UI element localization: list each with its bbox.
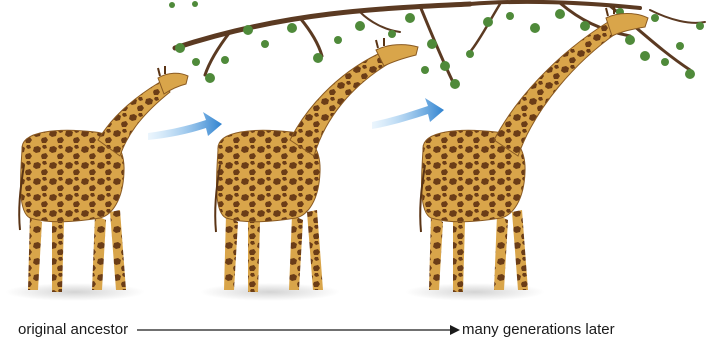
timeline-arrow [135,322,460,338]
evolution-arrow-1 [148,112,222,140]
giraffe-intermediate [215,38,418,292]
giraffe-descendant [420,6,648,292]
evolution-arrow-2 [372,98,444,129]
giraffe-original-ancestor [19,66,188,292]
caption-many-generations-later: many generations later [462,321,615,339]
caption-original-ancestor: original ancestor [18,321,128,339]
